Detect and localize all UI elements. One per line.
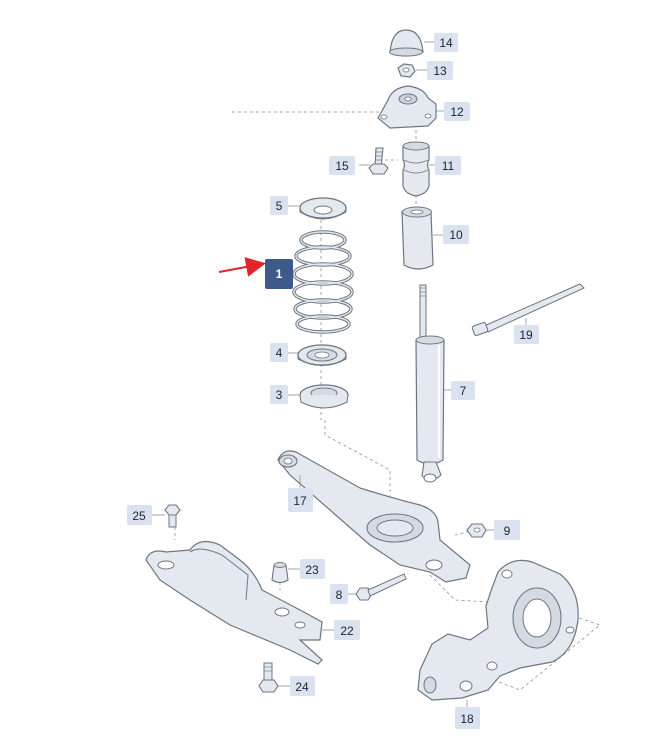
svg-text:5: 5 xyxy=(276,199,283,213)
pointer-arrow xyxy=(218,257,266,277)
label-3: 3 xyxy=(270,385,288,404)
strut-mount-part-12 xyxy=(377,85,437,129)
bolt-part-8 xyxy=(355,573,407,601)
label-leader-lines xyxy=(152,41,527,707)
label-11: 11 xyxy=(435,156,461,175)
spring-seat-part-4 xyxy=(297,344,347,366)
label-17: 17 xyxy=(288,488,313,512)
dust-boot-part-10 xyxy=(401,206,434,270)
svg-text:23: 23 xyxy=(305,563,319,577)
nut-part-13 xyxy=(397,63,416,78)
cable-tie-part-19 xyxy=(471,283,585,337)
svg-text:13: 13 xyxy=(433,64,447,78)
svg-text:14: 14 xyxy=(439,36,453,50)
label-24: 24 xyxy=(290,676,315,696)
nut-part-9 xyxy=(466,523,487,538)
label-15: 15 xyxy=(329,156,355,175)
trailing-arm-part-22 xyxy=(145,540,323,665)
upper-spring-seat-part-5 xyxy=(299,197,347,220)
label-13: 13 xyxy=(427,61,453,80)
part-labels: 14 13 12 15 11 5 10 1 xyxy=(127,33,539,729)
lower-spring-seat-part-3 xyxy=(299,384,349,409)
label-22: 22 xyxy=(334,620,360,640)
svg-text:3: 3 xyxy=(276,388,283,402)
svg-text:24: 24 xyxy=(295,680,309,694)
bushing-part-23 xyxy=(271,562,289,584)
label-10: 10 xyxy=(443,225,469,244)
control-arm-part-17 xyxy=(277,450,471,583)
bolt-part-25 xyxy=(164,504,181,528)
svg-text:8: 8 xyxy=(336,588,343,602)
svg-text:17: 17 xyxy=(293,494,307,508)
wheel-knuckle-part-18 xyxy=(417,559,579,701)
svg-text:18: 18 xyxy=(460,712,474,726)
label-25: 25 xyxy=(127,505,152,525)
label-8: 8 xyxy=(330,584,348,604)
svg-text:12: 12 xyxy=(450,105,464,119)
svg-text:19: 19 xyxy=(519,328,533,342)
svg-text:11: 11 xyxy=(442,159,455,173)
svg-text:1: 1 xyxy=(276,267,283,281)
bolt-part-15 xyxy=(368,147,389,175)
svg-text:7: 7 xyxy=(460,384,467,398)
label-14: 14 xyxy=(434,33,458,52)
svg-text:9: 9 xyxy=(504,524,511,538)
svg-text:15: 15 xyxy=(335,159,349,173)
label-12: 12 xyxy=(444,102,470,121)
bump-stop-part-11 xyxy=(402,141,430,197)
label-18: 18 xyxy=(455,707,480,729)
svg-text:22: 22 xyxy=(340,624,354,638)
label-9: 9 xyxy=(494,520,520,540)
label-5: 5 xyxy=(270,196,288,215)
svg-text:4: 4 xyxy=(276,346,283,360)
label-7: 7 xyxy=(451,381,475,400)
shock-absorber-part-7 xyxy=(415,284,445,483)
label-19: 19 xyxy=(514,325,539,344)
coil-spring-part-1-highlight xyxy=(293,231,353,333)
svg-text:10: 10 xyxy=(449,228,463,242)
label-4: 4 xyxy=(270,343,288,362)
label-1-highlighted: 1 xyxy=(265,259,293,289)
cap-part-14 xyxy=(389,29,424,57)
bolt-part-24 xyxy=(258,662,279,693)
svg-text:25: 25 xyxy=(132,509,146,523)
label-23: 23 xyxy=(300,559,325,579)
